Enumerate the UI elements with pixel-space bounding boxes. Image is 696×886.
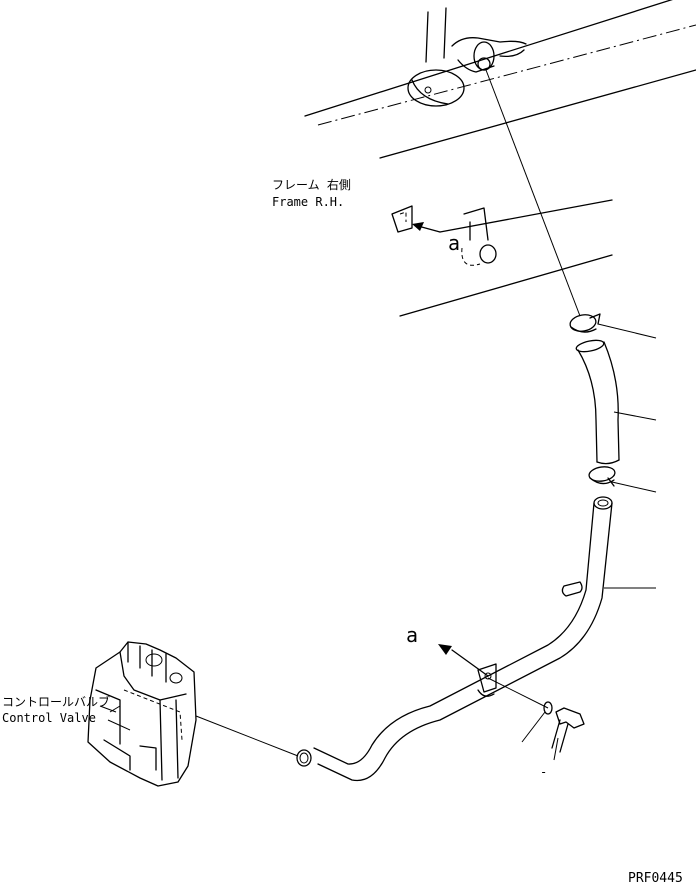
frame-rh — [304, 0, 696, 317]
view-label-a-top: a — [448, 231, 460, 255]
washer-and-bolt — [487, 677, 585, 761]
metal-tube — [296, 496, 656, 782]
view-label-a-bottom: a — [406, 623, 418, 647]
tick-mark: - — [540, 765, 547, 779]
frame-label-en: Frame R.H. — [272, 195, 344, 209]
leader-line-valve-label — [109, 705, 121, 713]
leader-line-valve — [195, 715, 299, 757]
view-arrow-a — [438, 644, 489, 677]
hose-clamp-lower — [588, 466, 657, 493]
valve-label-jp: コントロールバルブ — [2, 694, 110, 709]
control-valve — [87, 641, 197, 787]
bracket-detail-a — [391, 205, 497, 266]
frame-label-jp: フレーム 右側 — [272, 177, 351, 192]
rubber-hose — [575, 339, 657, 465]
valve-label-en: Control Valve — [2, 711, 96, 725]
hose-clamp-upper — [569, 313, 657, 339]
leader-line-top — [485, 69, 581, 317]
part-code: PRF0445 — [628, 871, 683, 886]
